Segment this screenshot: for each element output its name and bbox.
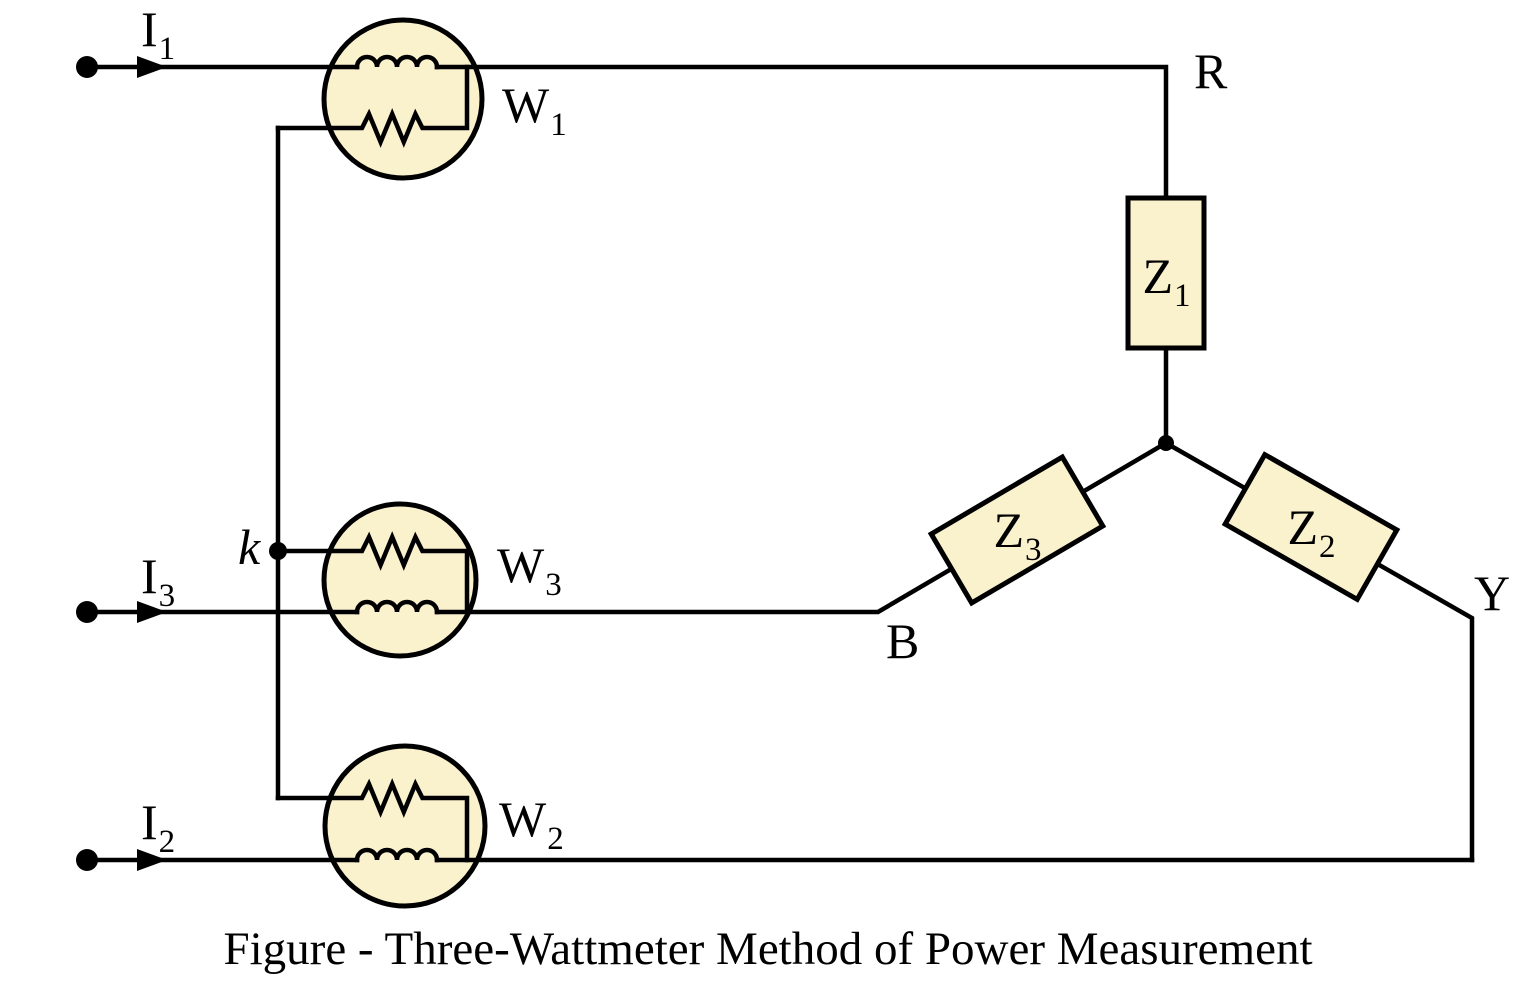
current-arrow-i2 (137, 849, 167, 871)
label-w3: W3 (497, 537, 562, 603)
label-k-common-point: k (238, 519, 261, 575)
current-coil-w3 (354, 599, 440, 615)
current-arrow-i3 (137, 601, 167, 623)
impedance-z3-box (927, 453, 1107, 607)
wire-i1-right-to-z1 (434, 64, 1169, 201)
label-phase-b: B (886, 613, 920, 669)
current-arrow-i1 (137, 56, 167, 78)
label-i2: I2 (141, 794, 176, 860)
impedance-z2-box (1221, 451, 1401, 603)
wattmeter-w3-body (321, 501, 479, 659)
label-phase-y: Y (1474, 565, 1511, 621)
terminal-dot-i1 (76, 56, 98, 78)
label-w1: W1 (502, 77, 567, 143)
label-i3: I3 (141, 548, 176, 614)
current-coil-w1 (354, 54, 440, 70)
pressure-coil-w2 (275, 778, 470, 863)
terminal-dot-i2 (76, 849, 98, 871)
label-w2: W2 (499, 791, 564, 857)
current-coil-w2 (354, 847, 440, 863)
pressure-coil-w1 (275, 64, 470, 148)
node-dot-k (269, 542, 287, 560)
label-z1: Z1 (1142, 248, 1191, 314)
label-i1: I1 (141, 1, 176, 67)
label-phase-r: R (1194, 43, 1228, 99)
wattmeter-w1-body (321, 17, 485, 181)
pressure-coil-w3 (275, 531, 470, 615)
label-z2: Z2 (1287, 499, 1336, 565)
terminal-dot-i3 (76, 601, 98, 623)
label-z3: Z3 (993, 502, 1042, 568)
figure-caption: Figure - Three-Wattmeter Method of Power… (223, 923, 1313, 975)
impedance-z1-box (1125, 195, 1207, 351)
node-dot-star-point (1158, 435, 1174, 451)
wattmeter-w2-body (322, 743, 488, 909)
